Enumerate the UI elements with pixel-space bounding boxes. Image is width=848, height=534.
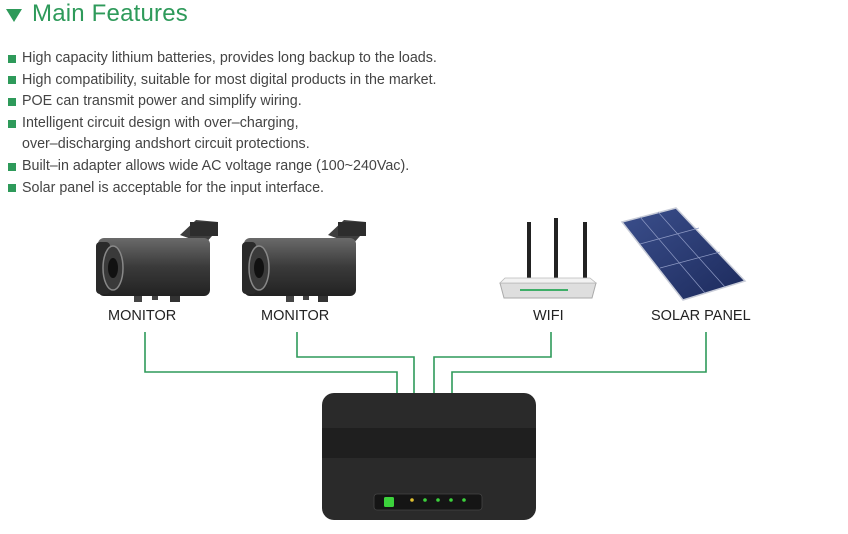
feature-text: Solar panel is acceptable for the input … — [22, 179, 325, 196]
connector-wifi — [433, 332, 552, 393]
feature-item: Intelligent circuit design with over–cha… — [8, 113, 437, 156]
feature-item: Solar panel is acceptable for the input … — [8, 178, 437, 200]
cctv-camera-icon — [242, 220, 366, 302]
feature-list: High capacity lithium batteries, provide… — [8, 48, 437, 199]
square-bullet-icon — [8, 184, 16, 193]
device-label-monitor-2: MONITOR — [261, 308, 330, 324]
connector-monitor-1 — [144, 332, 398, 393]
feature-text: POE can transmit power and simplify wiri… — [22, 93, 302, 110]
cctv-camera-icon — [96, 220, 218, 302]
feature-text: High capacity lithium batteries, provide… — [22, 50, 437, 66]
device-label-solar-panel: SOLAR PANEL — [651, 308, 751, 324]
section-header: Main Features — [6, 0, 188, 28]
square-bullet-icon — [8, 76, 16, 85]
feature-text: High compatibility, suitable for most di… — [22, 71, 437, 88]
connector-lines — [144, 332, 707, 393]
triangle-down-icon — [6, 8, 22, 22]
device-label-monitor-1: MONITOR — [108, 308, 177, 324]
connector-solar — [451, 332, 707, 393]
square-bullet-icon — [8, 119, 16, 128]
square-bullet-icon — [8, 97, 16, 106]
feature-item: High compatibility, suitable for most di… — [8, 70, 437, 92]
connector-monitor-2 — [296, 332, 415, 393]
square-bullet-icon — [8, 54, 16, 63]
feature-text: Intelligent circuit design with over–cha… — [22, 114, 299, 131]
solar-panel-icon — [620, 207, 747, 301]
power-button-icon — [384, 497, 394, 507]
ups-device — [322, 393, 536, 520]
feature-item: POE can transmit power and simplify wiri… — [8, 91, 437, 113]
feature-item: Built–in adapter allows wide AC voltage … — [8, 156, 437, 178]
section-title: Main Features — [32, 0, 188, 27]
feature-item: High capacity lithium batteries, provide… — [8, 48, 437, 70]
wifi-router-icon — [499, 218, 598, 299]
feature-text: Built–in adapter allows wide AC voltage … — [22, 157, 410, 174]
feature-text-continued: over–discharging andshort circuit protec… — [22, 136, 310, 153]
square-bullet-icon — [8, 162, 16, 171]
device-label-wifi: WIFI — [533, 308, 564, 324]
